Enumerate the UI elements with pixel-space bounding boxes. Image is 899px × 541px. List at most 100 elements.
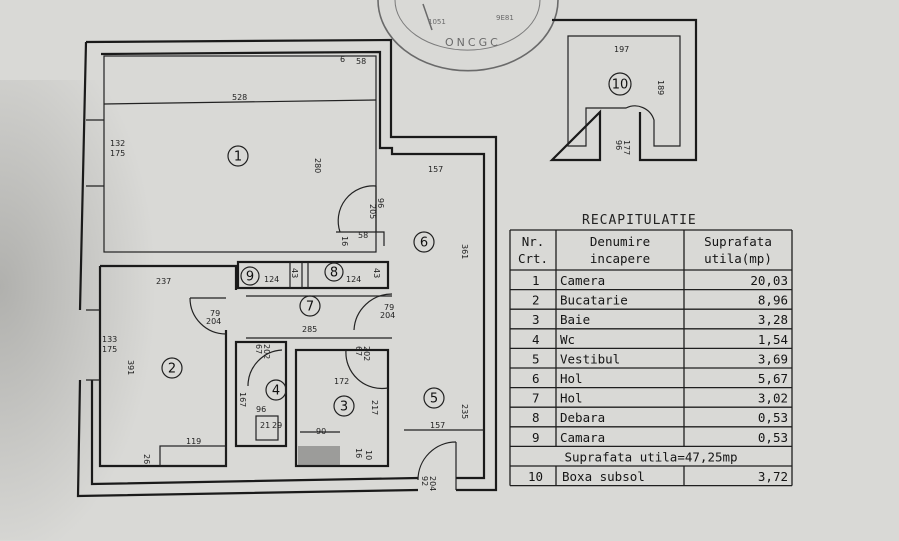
recap-row-8-area: 0,53 [758,410,788,425]
dim-132: 132 [110,139,125,148]
dim-157b: 157 [430,421,445,430]
recap-row-4-area: 1,54 [758,332,788,347]
apartment-walls [76,38,498,498]
room-label-8: 8 [324,262,344,282]
recap-row-3-area: 3,28 [758,312,788,327]
room-label-7: 7 [299,295,321,317]
dim-67a: 67 [254,344,263,354]
recap-row-5-name: Vestibul [560,351,620,366]
dim-189: 189 [656,80,665,95]
recap-row-8-name: Debara [560,410,605,425]
recap-row-6-name: Hol [560,371,583,386]
dim-391: 391 [126,360,135,375]
dim-16b: 16 [354,448,363,458]
svg-text:3: 3 [340,400,348,415]
dim-79a: 79 [210,309,220,318]
dim-124b: 124 [346,275,361,284]
recap-row-6-nr: 6 [532,371,540,386]
dim-26: 26 [142,454,151,464]
dim-90: 90 [316,427,326,436]
dim-204c: 204 [428,476,437,491]
recap-table: RECAPITULATIE Nr.Crt.DenumireincapereSup… [509,213,793,487]
dim-43b: 43 [372,268,381,278]
dim-175a: 175 [110,149,125,158]
room-label-9: 9 [240,266,260,286]
room-label-5: 5 [423,387,445,409]
svg-text:5: 5 [430,392,438,407]
dim-202a: 202 [262,344,271,359]
dim-167: 167 [238,392,247,407]
dim-237: 237 [156,277,171,286]
dim-172: 172 [334,377,349,386]
recap-row-1-nr: 1 [532,273,540,288]
room-label-3: 3 [333,395,355,417]
dim-124a: 124 [264,275,279,284]
svg-text:10: 10 [612,78,629,93]
dim-119: 119 [186,437,201,446]
svg-text:4: 4 [272,384,280,399]
recap-row-6-area: 5,67 [758,371,788,386]
recap-row-9-name: Camara [560,430,605,445]
recap-row-9-area: 0,53 [758,430,788,445]
recap-total: Suprafata utila=47,25mp [564,449,737,464]
svg-text:1: 1 [234,150,242,165]
dim-204b: 204 [380,311,395,320]
room-label-6: 6 [413,231,435,253]
recap-row-9-nr: 9 [532,430,540,445]
recap-row-2-nr: 2 [532,293,540,308]
dim-175b: 175 [102,345,117,354]
svg-text:9: 9 [246,270,254,285]
recap-row-7-area: 3,02 [758,391,788,406]
official-stamp: ONCGC 1051 9E81 [377,0,559,72]
recap-header-2-line1: Denumire [590,234,650,249]
recap-row-5-nr: 5 [532,351,540,366]
recap-title: RECAPITULATIE [582,213,697,228]
dim-58a: 58 [356,57,366,66]
dim-10: 10 [364,450,373,460]
dim-43a: 43 [290,268,299,278]
dim-528: 528 [232,93,247,102]
dim-217: 217 [370,400,379,415]
recap-extra-name: Boxa subsol [562,469,645,484]
dim-177: 177 [622,140,631,155]
recap-row-3-nr: 3 [532,312,540,327]
recap-row-1-area: 20,03 [750,273,788,288]
room-labels: 1 2 3 4 5 6 7 8 9 10 [161,72,632,417]
recap-row-7-nr: 7 [532,391,540,406]
dim-16: 16 [340,236,349,246]
dim-67b: 67 [354,346,363,356]
recap-extra-nr: 10 [528,469,543,484]
dim-204a: 204 [206,317,221,326]
stamp-small-a: 1051 [428,18,446,26]
recap-extra-area: 3,72 [758,469,788,484]
svg-text:2: 2 [168,362,176,377]
dim-58b: 58 [358,231,368,240]
dim-92: 92 [420,476,429,486]
dim-21: 21 [260,421,270,430]
recap-row-7-name: Hol [560,391,583,406]
stamp-small-b: 9E81 [496,14,514,22]
recap-row-2-area: 8,96 [758,293,788,308]
dim-285: 285 [302,325,317,334]
recap-row-5-area: 3,69 [758,351,788,366]
recap-header-3-line1: Suprafata [704,234,772,249]
dim-202b: 202 [362,346,371,361]
recap-header-2-line2: incapere [590,251,650,266]
dim-6: 6 [340,55,345,64]
dim-205a: 205 [368,204,377,219]
recap-row-3-name: Baie [560,312,590,327]
dim-96c: 96 [614,140,623,150]
dim-235: 235 [460,404,469,419]
room-label-4: 4 [265,379,287,401]
dim-280: 280 [313,158,322,173]
recap-row-4-name: Wc [560,332,575,347]
room-label-10: 10 [608,72,632,96]
storage-room-10-walls [549,18,698,162]
recap-header-3-line2: utila(mp) [704,251,772,266]
dim-133: 133 [102,335,117,344]
dim-79b: 79 [384,303,394,312]
dimension-labels: 528 58 6 280 132 175 96 205 16 58 157 36… [102,45,665,491]
recap-row-4-nr: 4 [532,332,540,347]
dim-96a: 96 [376,198,385,208]
svg-text:7: 7 [306,300,314,315]
